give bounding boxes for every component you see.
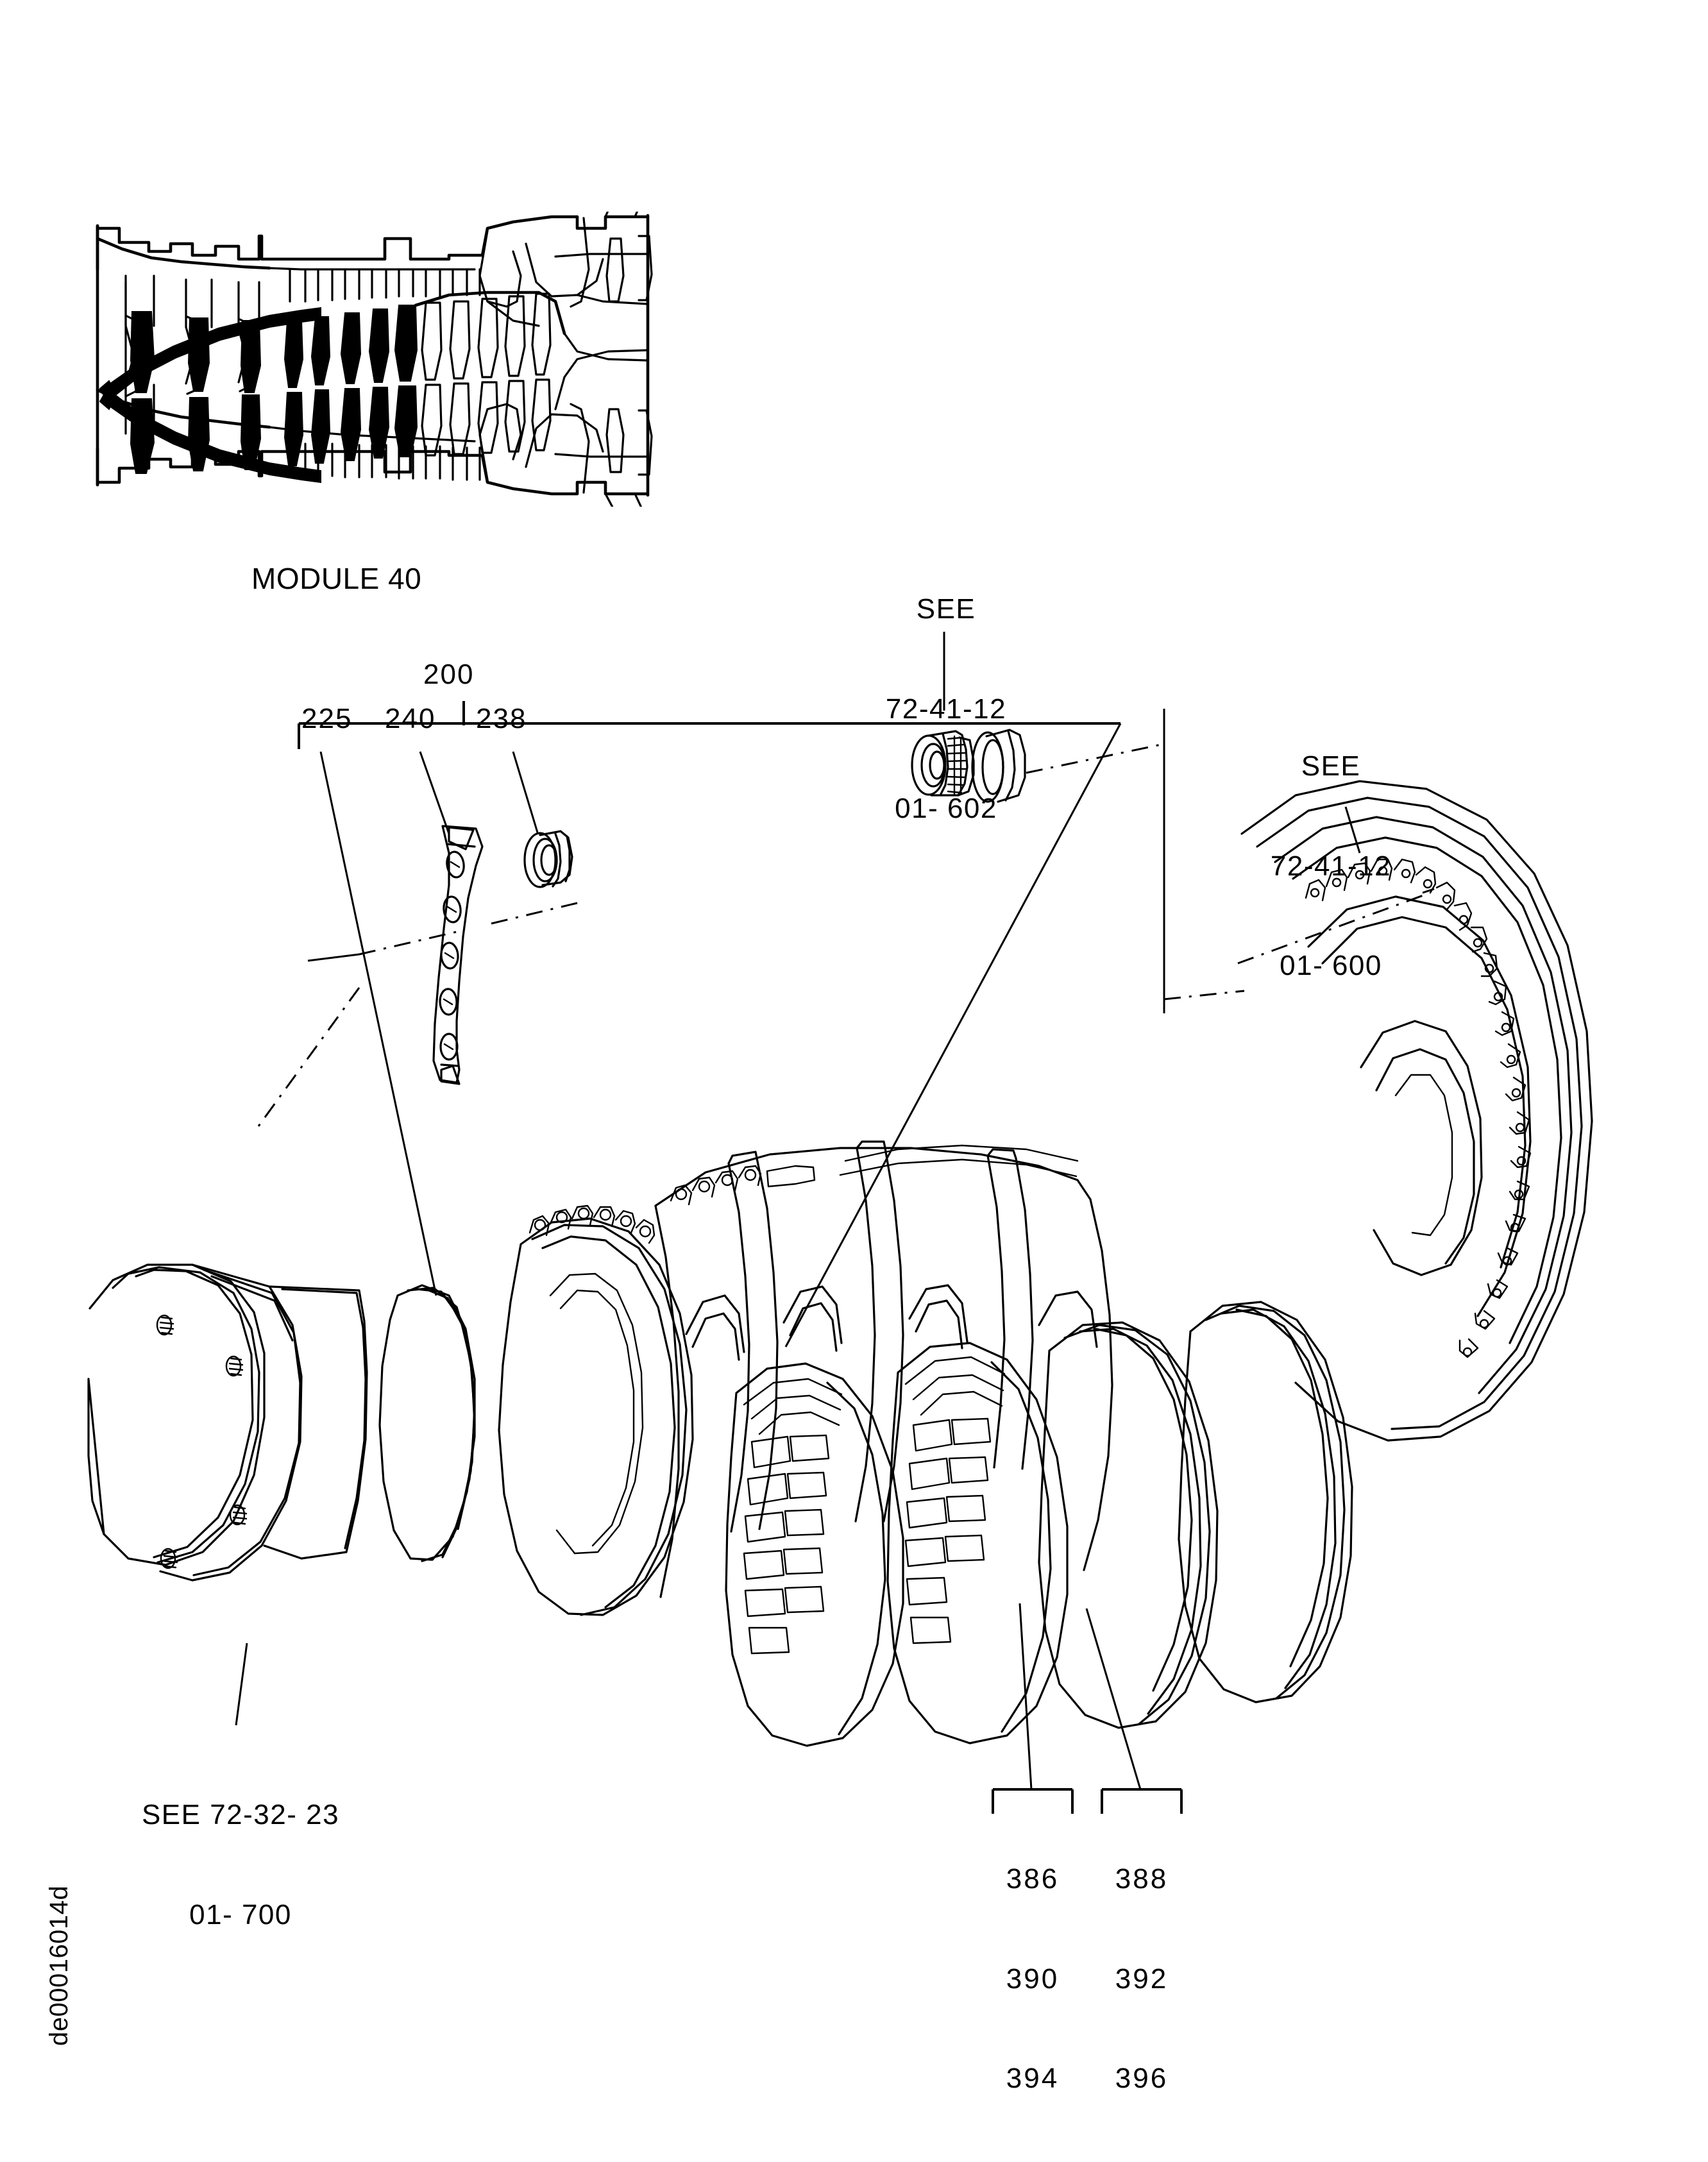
diagram-page: .s{fill:none;stroke:#000;stroke-width:3.… [45,212,1593,2095]
callout-394: 394 [1006,2063,1060,2095]
callout-390: 390 [1006,1963,1060,1995]
reference-right-line2: 72-41-12 [1270,850,1392,882]
thumbnail-cross-section [96,212,653,507]
callout-225: 225 [301,703,353,734]
part-splined-collar [911,730,975,797]
part-exhaust-cone [87,1263,368,1582]
part-turbine-rotor-body [654,1140,1113,1598]
bottom-callout-leaders [1019,1603,1142,1790]
part-stator-ring [498,1204,694,1616]
reference-bottom-left-line1: SEE 72-32- 23 [141,1798,340,1830]
reference-right-line1: SEE [1301,750,1361,782]
reference-right: SEE 72-41-12 01- 600 [1238,683,1424,1049]
callout-group-right: 388 392 396 [1102,1796,1181,2162]
callout-200: 200 [423,659,475,690]
reference-right-line3: 01- 600 [1280,950,1382,982]
callout-396: 396 [1115,2063,1169,2095]
reference-top-line1: SEE [916,593,976,625]
callout-240: 240 [385,703,436,734]
part-turbine-blade-stages [725,1301,1353,1747]
see-72-32-23-leader [235,1643,248,1726]
callout-386: 386 [1006,1862,1060,1895]
callout-388: 388 [1115,1862,1169,1895]
callout-group-left: 386 390 394 [993,1796,1072,2162]
part-240-curved-strap [432,825,484,1085]
part-238-bushing [523,830,573,888]
see-72-41-12-01-600-leader [1026,709,1361,1013]
part-ring-collar [971,729,1026,803]
callout-group-bracket [298,722,1120,749]
diagram-artwork: .s{fill:none;stroke:#000;stroke-width:3.… [87,212,1593,1814]
part-225-split-ring [378,1284,476,1562]
callout-bracket-386 [992,1788,1074,1814]
callout-bracket-388 [1101,1788,1183,1814]
sheet-id: de00016014d [45,1885,73,2046]
reference-bottom-left: SEE 72-32- 23 01- 700 [90,1732,391,1998]
callout-392: 392 [1115,1963,1169,1995]
reference-bottom-left-line2: 01- 700 [189,1898,292,1930]
module-label: MODULE 40 [251,562,422,595]
callout-238: 238 [476,703,527,734]
reference-top-line2: 72-41-12 [885,693,1007,725]
reference-top: SEE 72-41-12 01- 602 [853,526,1039,892]
part-turbine-disc-large [1237,780,1593,1442]
reference-top-line3: 01- 602 [895,793,997,825]
